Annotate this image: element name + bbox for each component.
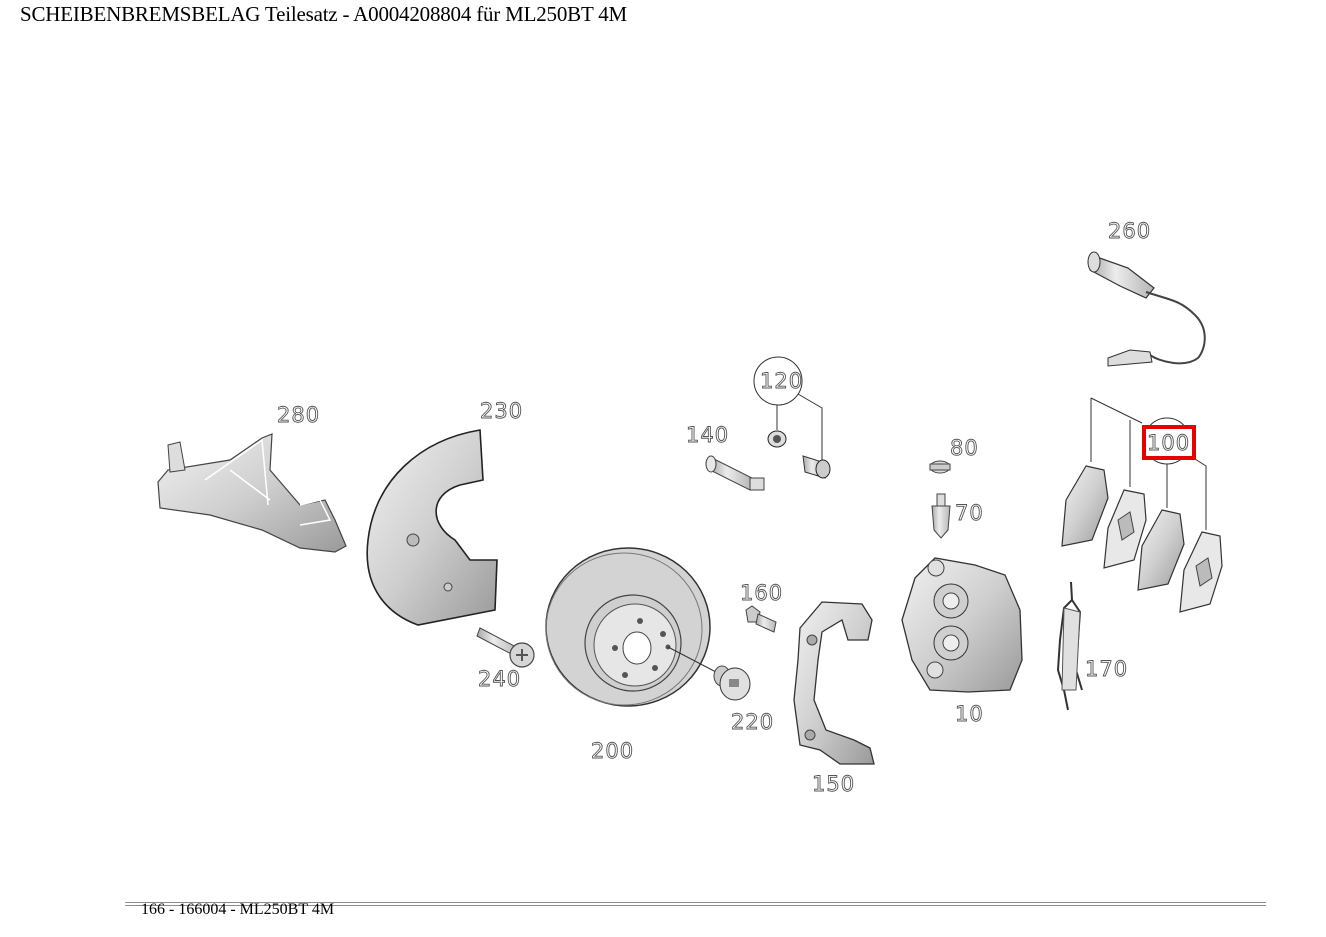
callout-140[interactable]: 140 xyxy=(686,423,729,448)
callout-240[interactable]: 240 xyxy=(478,667,521,692)
part-140-guide-pin[interactable] xyxy=(705,455,765,491)
part-280-air-duct[interactable] xyxy=(157,433,347,553)
callout-260[interactable]: 260 xyxy=(1108,219,1151,244)
part-240-shield-screw[interactable] xyxy=(476,627,535,668)
callout-220[interactable]: 220 xyxy=(731,710,774,735)
callout-70[interactable]: 70 xyxy=(955,501,984,526)
part-120-guide-bushing-set[interactable] xyxy=(753,356,831,479)
callout-230[interactable]: 230 xyxy=(480,399,523,424)
footer-divider-bottom xyxy=(125,905,1266,906)
part-100-brake-pad-set[interactable] xyxy=(1061,397,1223,613)
footer-divider-top xyxy=(125,902,1266,903)
callout-200[interactable]: 200 xyxy=(591,739,634,764)
callout-170[interactable]: 170 xyxy=(1085,657,1128,682)
highlight-box xyxy=(1142,425,1196,460)
callout-120[interactable]: 120 xyxy=(760,369,803,394)
part-170-retaining-spring[interactable] xyxy=(1056,581,1083,711)
callout-80[interactable]: 80 xyxy=(950,436,979,461)
part-150-caliper-carrier[interactable] xyxy=(793,601,875,765)
part-230-splash-shield[interactable] xyxy=(366,429,498,626)
part-80-dust-cap[interactable] xyxy=(929,460,951,474)
callout-160[interactable]: 160 xyxy=(740,581,783,606)
callout-100-highlighted[interactable]: 100 xyxy=(1147,431,1190,456)
part-10-brake-caliper[interactable] xyxy=(901,557,1023,693)
page-title: SCHEIBENBREMSBELAG Teilesatz - A00042088… xyxy=(20,2,628,26)
callout-280[interactable]: 280 xyxy=(277,403,320,428)
callout-150[interactable]: 150 xyxy=(812,772,855,797)
part-220-disc-screw[interactable] xyxy=(713,665,751,701)
callout-10[interactable]: 10 xyxy=(955,702,984,727)
part-70-bleeder-valve[interactable] xyxy=(931,493,951,539)
footer-model-info: 166 - 166004 - ML250BT 4M xyxy=(141,901,335,918)
part-160-carrier-bolt[interactable] xyxy=(745,605,777,633)
part-200-brake-disc[interactable] xyxy=(545,547,717,707)
part-260-wear-sensor[interactable] xyxy=(1087,251,1206,367)
